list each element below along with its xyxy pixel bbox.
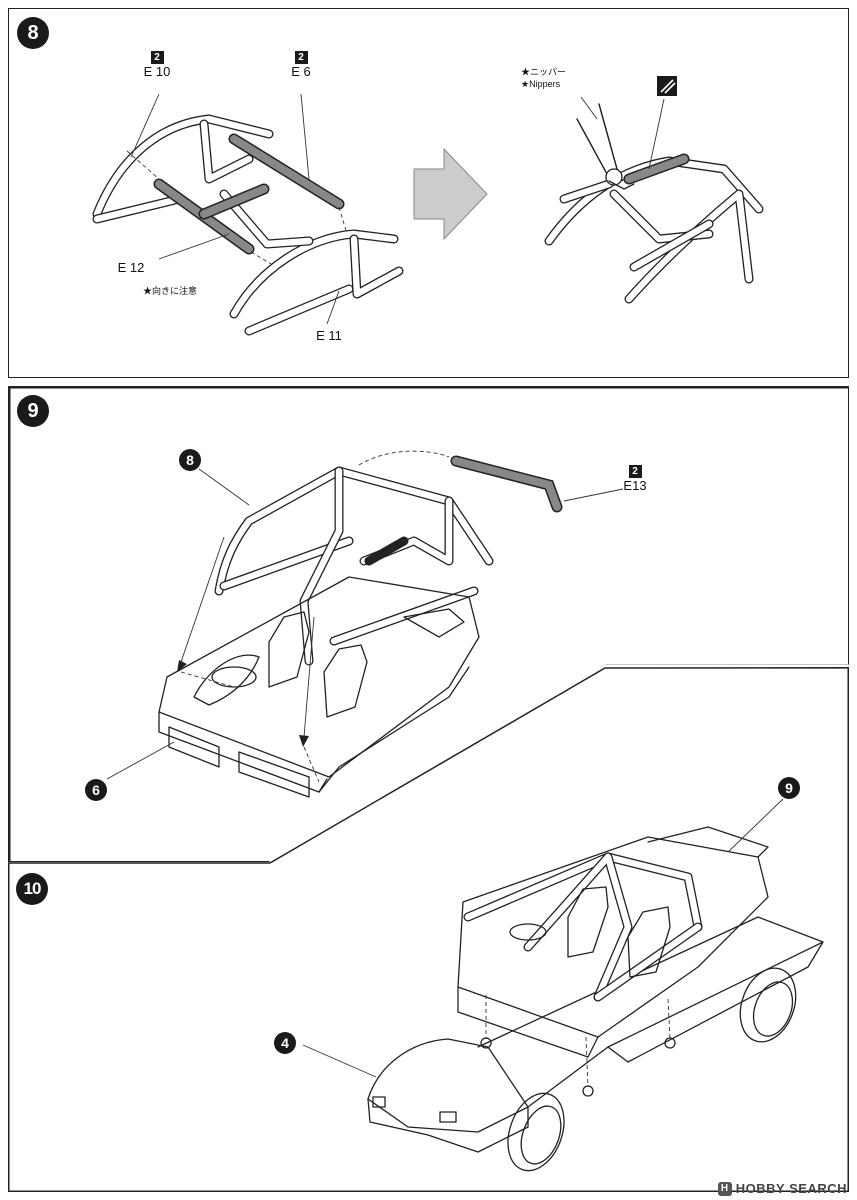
step-9-badge: 9 xyxy=(17,395,49,427)
watermark-text: HOBBY SEARCH xyxy=(735,1181,847,1196)
rollcage-cut-view xyxy=(544,76,764,304)
part-code: E 6 xyxy=(291,64,311,79)
part-code: E 10 xyxy=(143,64,171,79)
step-10-drawing xyxy=(8,667,849,1192)
step-8-badge: 8 xyxy=(17,17,49,49)
step-10-panel: 10 xyxy=(8,667,849,1192)
ref-step-4-badge: 4 xyxy=(274,1032,296,1054)
part-label-e12: E 12 xyxy=(117,260,145,275)
nippers-note: ★ニッパー ★Nippers xyxy=(521,66,566,90)
step-10-badge: 10 xyxy=(16,873,48,905)
ref-step-8-badge: 8 xyxy=(179,449,201,471)
nippers-note-en: ★Nippers xyxy=(521,79,561,89)
step-arrow xyxy=(413,147,488,241)
ref-step-9-badge: 9 xyxy=(778,777,800,799)
ref-step-6-badge: 6 xyxy=(85,779,107,801)
sheet-number-box: 2 xyxy=(294,51,308,64)
step-8-panel: 8 xyxy=(8,8,849,378)
sheet-number-box: 2 xyxy=(628,465,642,478)
part-label-e10: 2 E 10 xyxy=(137,51,177,79)
part-label-e6: 2 E 6 xyxy=(281,51,321,79)
rollcage-exploded xyxy=(92,93,404,336)
part-label-e11: E 11 xyxy=(316,328,342,343)
hobby-search-logo: H xyxy=(717,1181,732,1196)
step-8-drawing xyxy=(92,76,764,336)
part-label-e13: 2 E13 xyxy=(615,465,655,493)
sheet-number-box: 2 xyxy=(150,51,164,64)
part-code: E13 xyxy=(623,478,647,493)
watermark: H HOBBY SEARCH xyxy=(717,1181,847,1196)
nippers-note-jp: ★ニッパー xyxy=(521,67,567,77)
orientation-note: ★向きに注意 xyxy=(143,286,198,296)
